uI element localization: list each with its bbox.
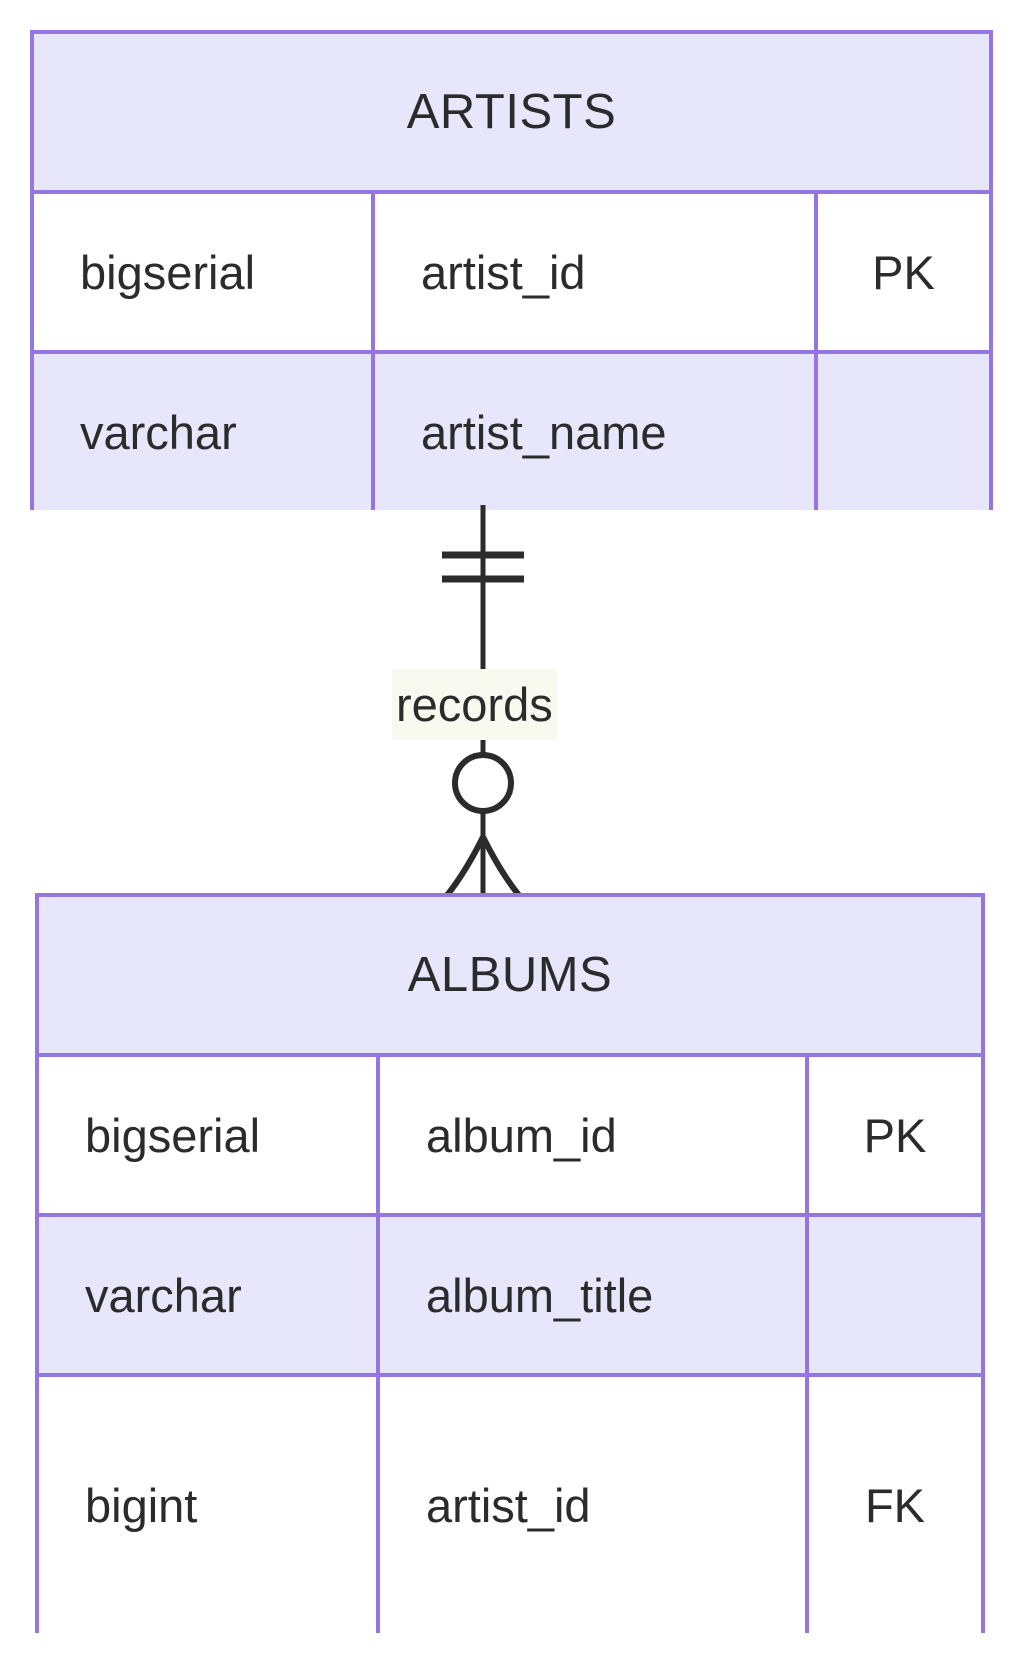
table-row[interactable]: varchar album_title: [39, 1217, 981, 1377]
attribute-name: artist_name: [375, 354, 818, 510]
attribute-name: album_title: [380, 1217, 809, 1373]
attribute-type: varchar: [34, 354, 375, 510]
attribute-key-badge: PK: [872, 245, 935, 299]
entity-artists-title: ARTISTS: [34, 34, 989, 194]
zero-circle-icon: [452, 752, 514, 814]
relationship-label: records: [392, 669, 557, 740]
attribute-type: varchar: [39, 1217, 380, 1373]
attribute-key-badge: [818, 354, 989, 510]
attribute-key-badge: PK: [863, 1108, 927, 1162]
attribute-name: artist_id: [375, 194, 818, 350]
attribute-type: bigserial: [34, 194, 375, 350]
table-row[interactable]: bigint artist_id FK: [39, 1377, 981, 1633]
attribute-name: artist_id: [380, 1377, 809, 1633]
table-row[interactable]: bigserial artist_id PK: [34, 194, 989, 354]
entity-artists[interactable]: ARTISTS bigserial artist_id PK varchar a…: [30, 30, 993, 510]
entity-albums-title: ALBUMS: [39, 897, 981, 1057]
attribute-type: bigint: [39, 1377, 380, 1633]
crowsfoot-left-icon: [440, 835, 486, 900]
attribute-type: bigserial: [39, 1057, 380, 1213]
attribute-key-badge: [809, 1217, 981, 1373]
entity-albums[interactable]: ALBUMS bigserial album_id PK varchar alb…: [35, 893, 985, 1633]
table-row[interactable]: bigserial album_id PK: [39, 1057, 981, 1217]
table-row[interactable]: varchar artist_name: [34, 354, 989, 510]
attribute-name: album_id: [380, 1057, 809, 1213]
crowsfoot-right-icon: [480, 835, 526, 900]
attribute-key-badge: FK: [864, 1478, 926, 1532]
